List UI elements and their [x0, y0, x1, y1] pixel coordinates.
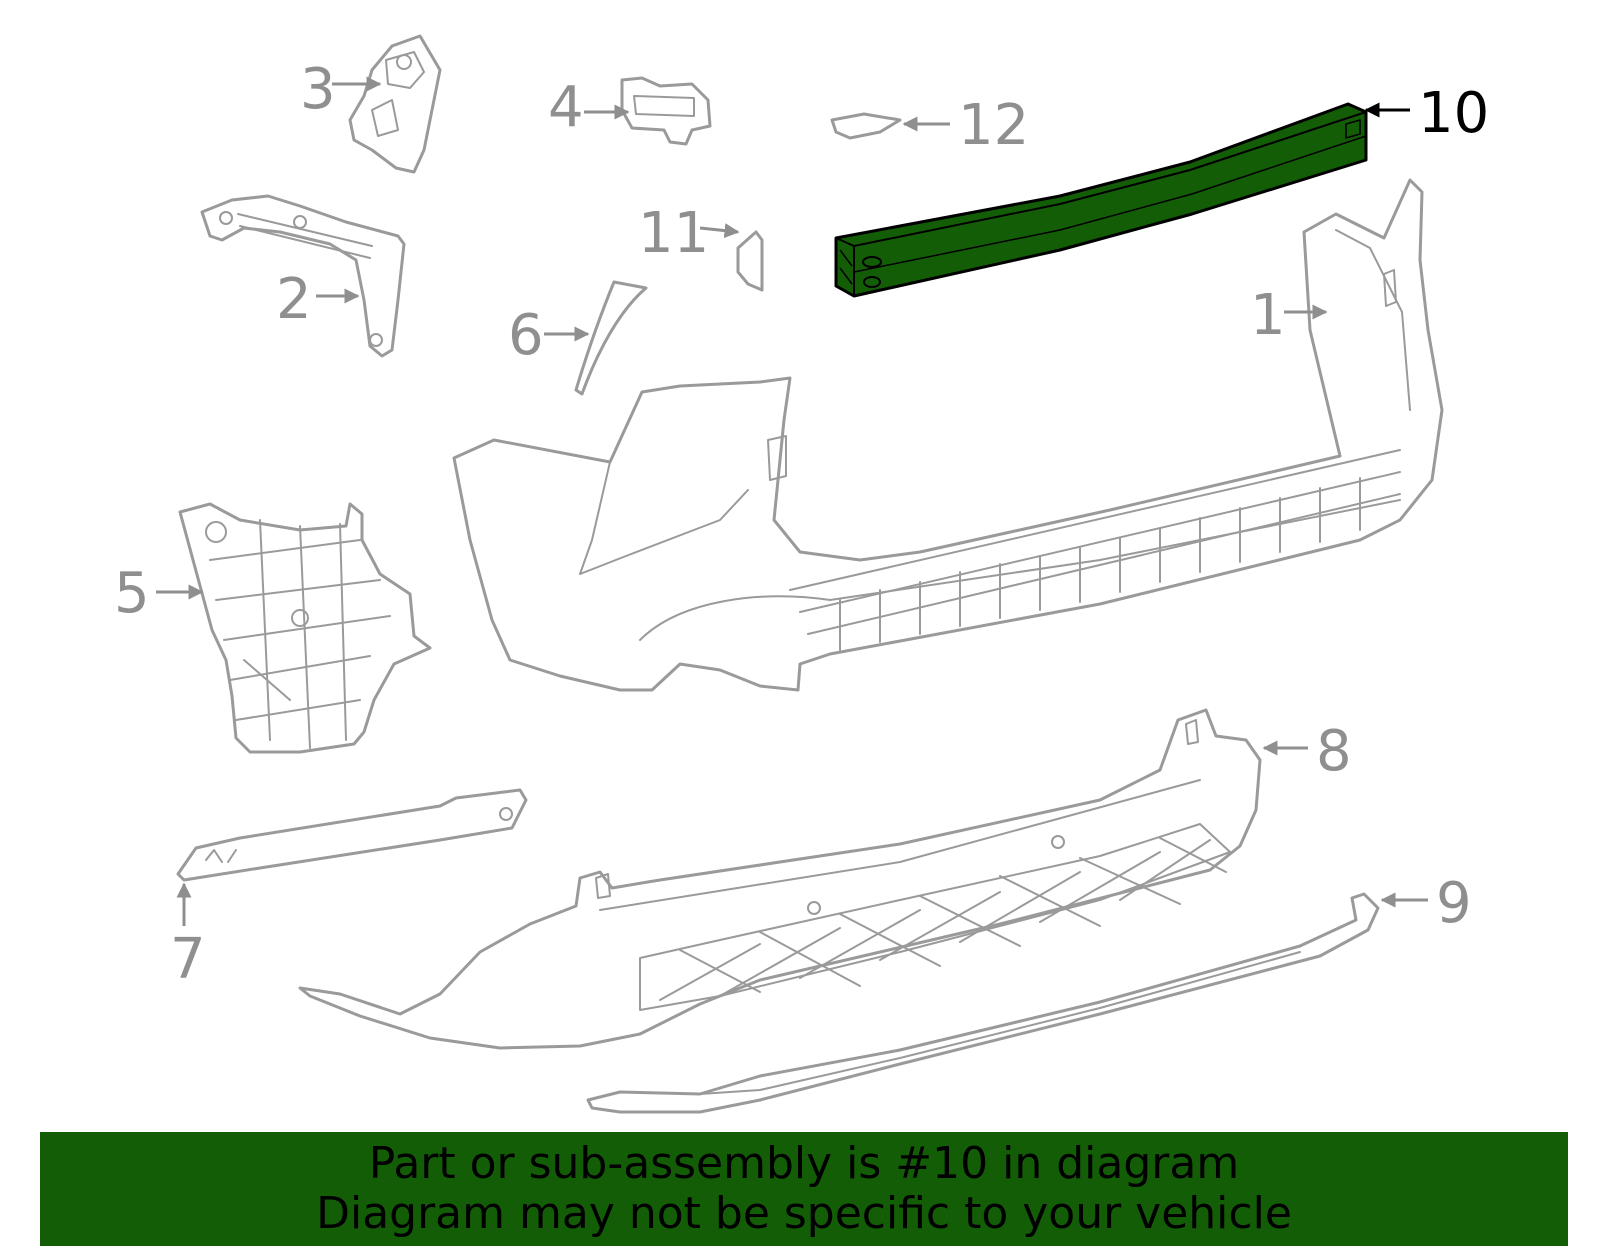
part-9-lower-trim — [586, 892, 1380, 1114]
callout-11: 11 — [638, 201, 709, 266]
callout-1: 1 — [1250, 283, 1286, 348]
callout-3: 3 — [300, 57, 336, 122]
banner-line-disclaimer: Diagram may not be specific to your vehi… — [316, 1188, 1292, 1239]
part-4-bracket — [620, 76, 712, 146]
callout-8: 8 — [1316, 719, 1352, 784]
banner-line-part-number: Part or sub-assembly is #10 in diagram — [368, 1138, 1240, 1189]
part-6-trim — [574, 280, 648, 396]
part-10-fill — [834, 102, 1368, 298]
part-10-reinforcement-bar — [834, 102, 1368, 298]
part-3-bracket — [348, 34, 442, 174]
part-11-clip — [736, 230, 764, 292]
part-12-pad — [830, 112, 902, 140]
callout-4: 4 — [548, 75, 584, 140]
part-1-bumper-cover — [452, 178, 1444, 692]
info-banner: Part or sub-assembly is #10 in diagram D… — [40, 1132, 1568, 1246]
callout-arrows — [156, 76, 1428, 926]
callout-labels: 3 4 12 10 2 11 6 1 5 7 8 9 — [114, 57, 1489, 992]
callout-5: 5 — [114, 561, 150, 626]
callout-7: 7 — [170, 927, 206, 992]
arrow-11 — [699, 223, 740, 239]
callout-6: 6 — [508, 303, 544, 368]
part-7-trim-strip — [176, 788, 528, 882]
callout-10: 10 — [1418, 81, 1489, 146]
callout-12: 12 — [958, 93, 1029, 158]
part-8-lower-valance — [298, 708, 1262, 1050]
callout-9: 9 — [1436, 871, 1472, 936]
part-2-bracket — [200, 194, 406, 358]
callout-2: 2 — [276, 267, 312, 332]
part-5-side-bracket — [178, 502, 432, 754]
